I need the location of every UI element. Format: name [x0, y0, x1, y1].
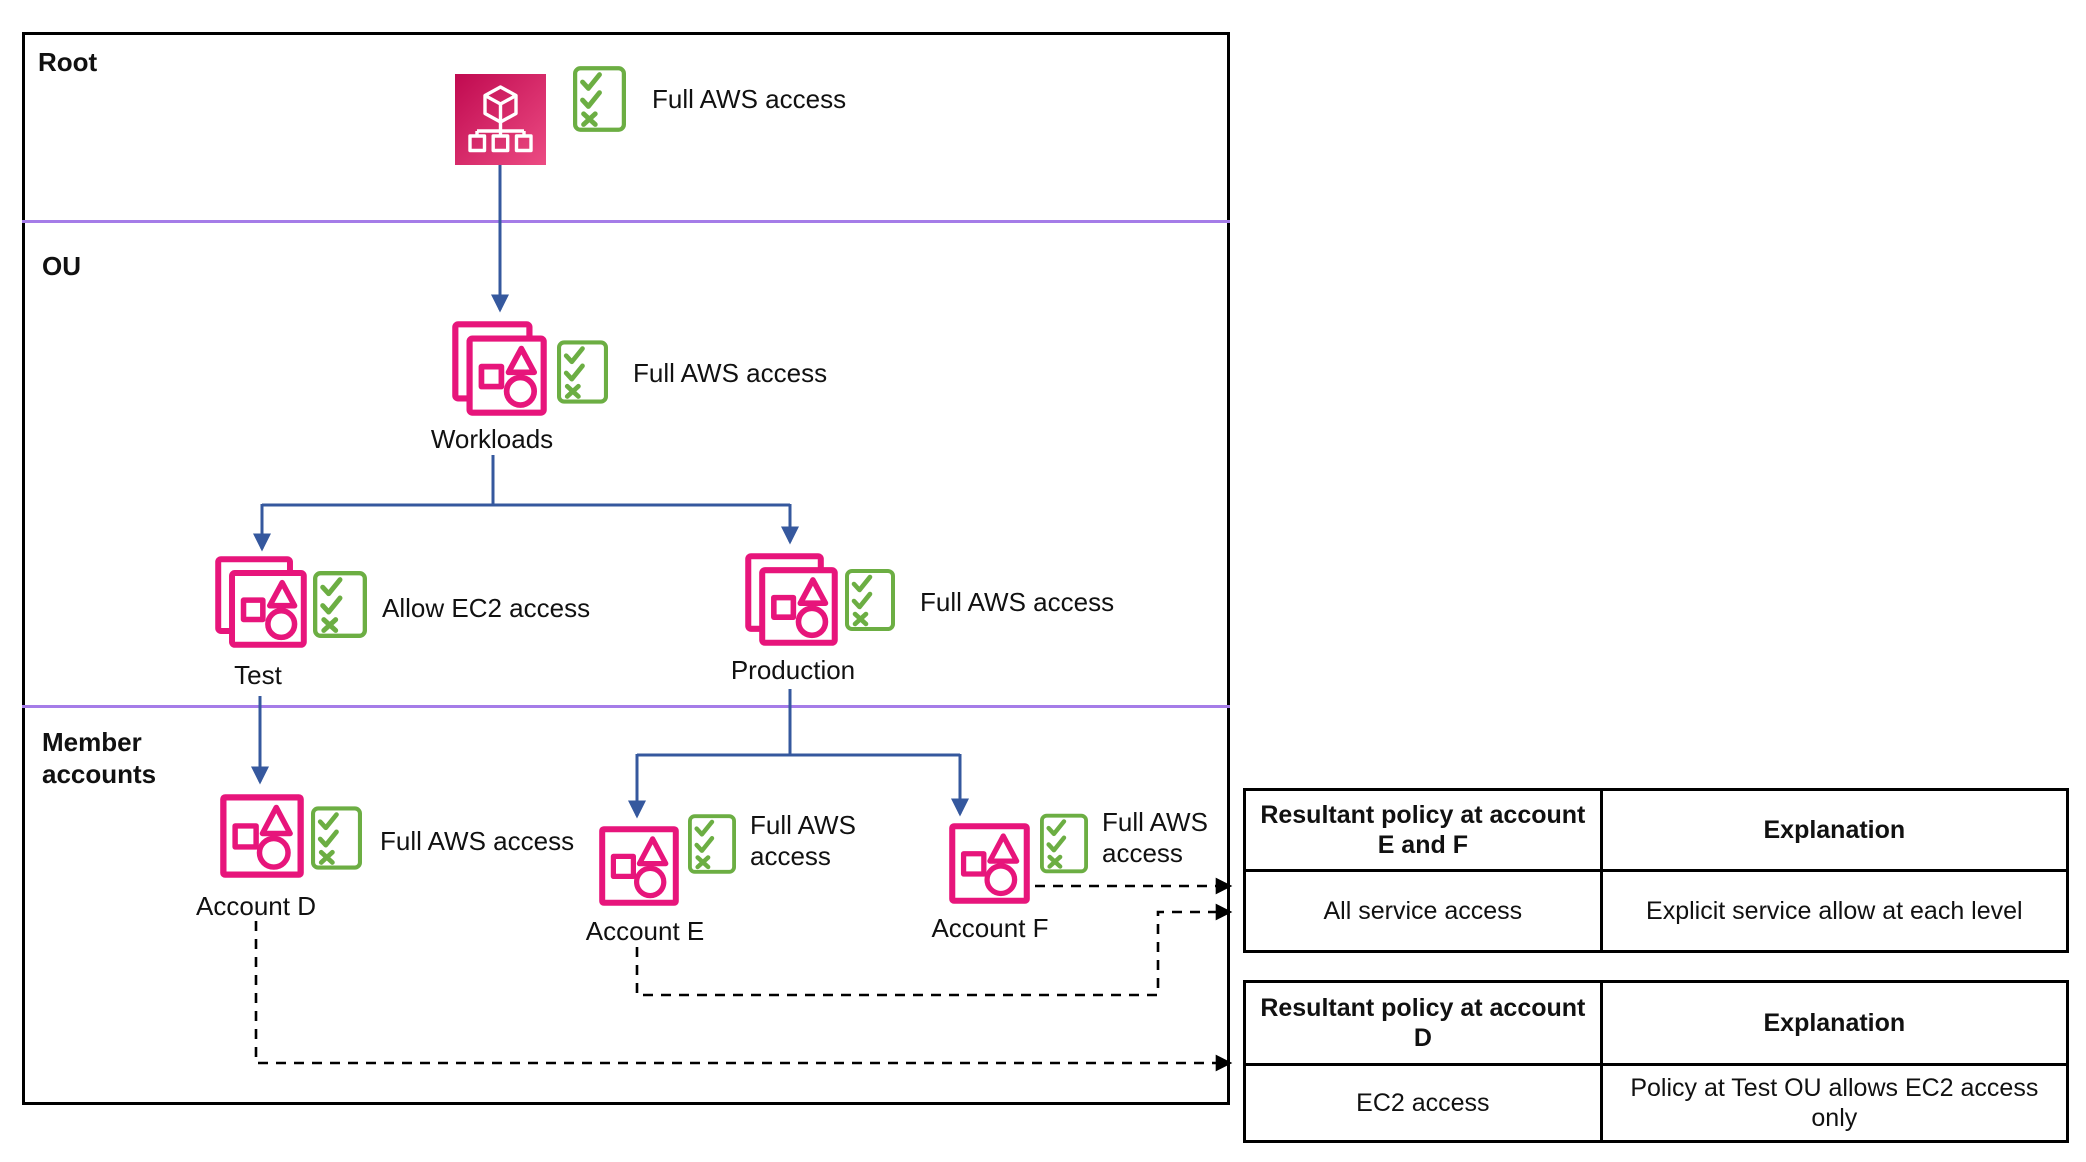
workloads-label: Workloads: [430, 424, 554, 454]
table2-header-explanation: Explanation: [1602, 983, 2066, 1066]
resultant-policy-table-d: Resultant policy at account D Explanatio…: [1243, 980, 2069, 1143]
table1-header-policy: Resultant policy at account E and F: [1246, 791, 1603, 872]
test-policy-text: Allow EC2 access: [382, 593, 591, 623]
account-icon: [949, 823, 1030, 904]
table1-cell-policy: All service access: [1246, 872, 1603, 950]
table1-header-explanation: Explanation: [1602, 791, 2066, 872]
account-d-policy-text: Full AWS access: [380, 826, 575, 856]
scp-checklist-icon: [573, 66, 626, 132]
table2-cell-policy: EC2 access: [1246, 1066, 1603, 1140]
ou-member-divider: [22, 705, 1230, 708]
account-e-policy-text: Full AWS access: [750, 810, 856, 871]
account-e-label: Account E: [585, 916, 705, 946]
scp-checklist-icon: [557, 340, 608, 404]
scp-checklist-icon: [313, 571, 367, 638]
workloads-policy-text: Full AWS access: [633, 358, 828, 388]
test-label: Test: [234, 660, 282, 690]
scp-checklist-icon: [311, 806, 362, 870]
table1-cell-explanation: Explicit service allow at each level: [1646, 897, 2023, 925]
organizations-icon: [455, 74, 546, 165]
account-d-label: Account D: [196, 891, 316, 921]
account-f-policy-text: Full AWS access: [1102, 807, 1208, 868]
root-ou-divider: [22, 220, 1230, 223]
section-label-root: Root: [38, 47, 98, 77]
ou-icon: [452, 321, 547, 416]
production-policy-text: Full AWS access: [920, 587, 1115, 617]
section-label-ou: OU: [42, 251, 81, 281]
section-label-member-accounts: Member accounts: [42, 727, 157, 789]
account-icon: [220, 794, 304, 878]
account-f-label: Account F: [931, 913, 1049, 943]
scp-checklist-icon: [845, 569, 895, 631]
root-policy-text: Full AWS access: [652, 84, 847, 114]
resultant-policy-table-e-f: Resultant policy at account E and F Expl…: [1243, 788, 2069, 953]
scp-checklist-icon: [1040, 813, 1088, 874]
table2-cell-explanation: Policy at Test OU allows EC2 access only: [1630, 1074, 2039, 1132]
production-label: Production: [730, 655, 856, 685]
organization-boundary-box: [22, 32, 1230, 1105]
table2-header-policy: Resultant policy at account D: [1246, 983, 1603, 1066]
ou-icon: [745, 553, 838, 646]
scp-checklist-icon: [688, 814, 736, 874]
account-icon: [599, 826, 679, 906]
ou-icon: [215, 556, 307, 648]
